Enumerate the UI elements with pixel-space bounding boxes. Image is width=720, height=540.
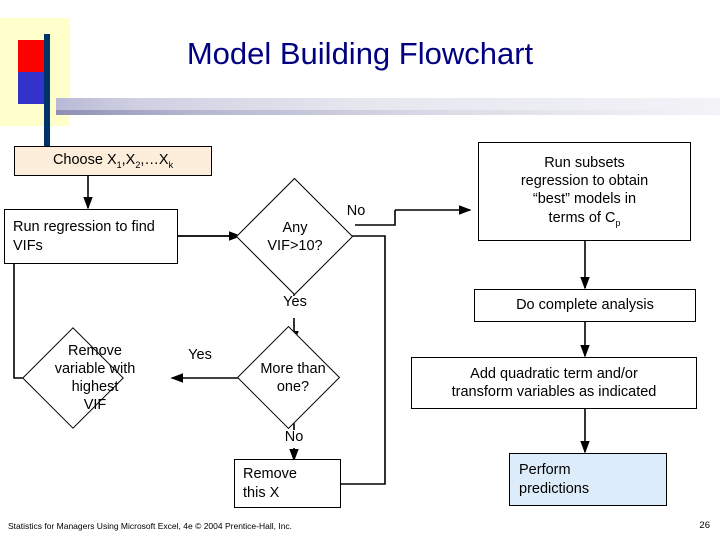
decorative-logo [0, 18, 120, 146]
decorative-sweep-band-2 [56, 110, 720, 115]
edge-label-no-vif: No [346, 203, 366, 219]
node-run-regression-vif: Run regression to find VIFs [4, 209, 178, 264]
edge-label-no-more: No [284, 429, 304, 445]
slide-footer: Statistics for Managers Using Microsoft … [8, 521, 293, 531]
node-choose-x-label: Choose X1,X2,…Xk [52, 151, 174, 170]
node-run-regression-vif-label: Run regression to find VIFs [13, 219, 155, 254]
slide-page-number: 26 [699, 520, 710, 531]
logo-red-block [18, 40, 48, 72]
edge-label-yes-more: Yes [188, 347, 212, 363]
decorative-sweep-band [56, 98, 720, 110]
edge-label-yes-vif: Yes [283, 294, 307, 310]
node-choose-x: Choose X1,X2,…Xk [14, 146, 212, 176]
node-do-complete-analysis: Do complete analysis [474, 289, 696, 322]
logo-vertical-bar [44, 34, 50, 146]
logo-blue-block [18, 72, 48, 104]
page-title: Model Building Flowchart [186, 36, 534, 71]
node-do-complete-analysis-label: Do complete analysis [516, 297, 654, 314]
